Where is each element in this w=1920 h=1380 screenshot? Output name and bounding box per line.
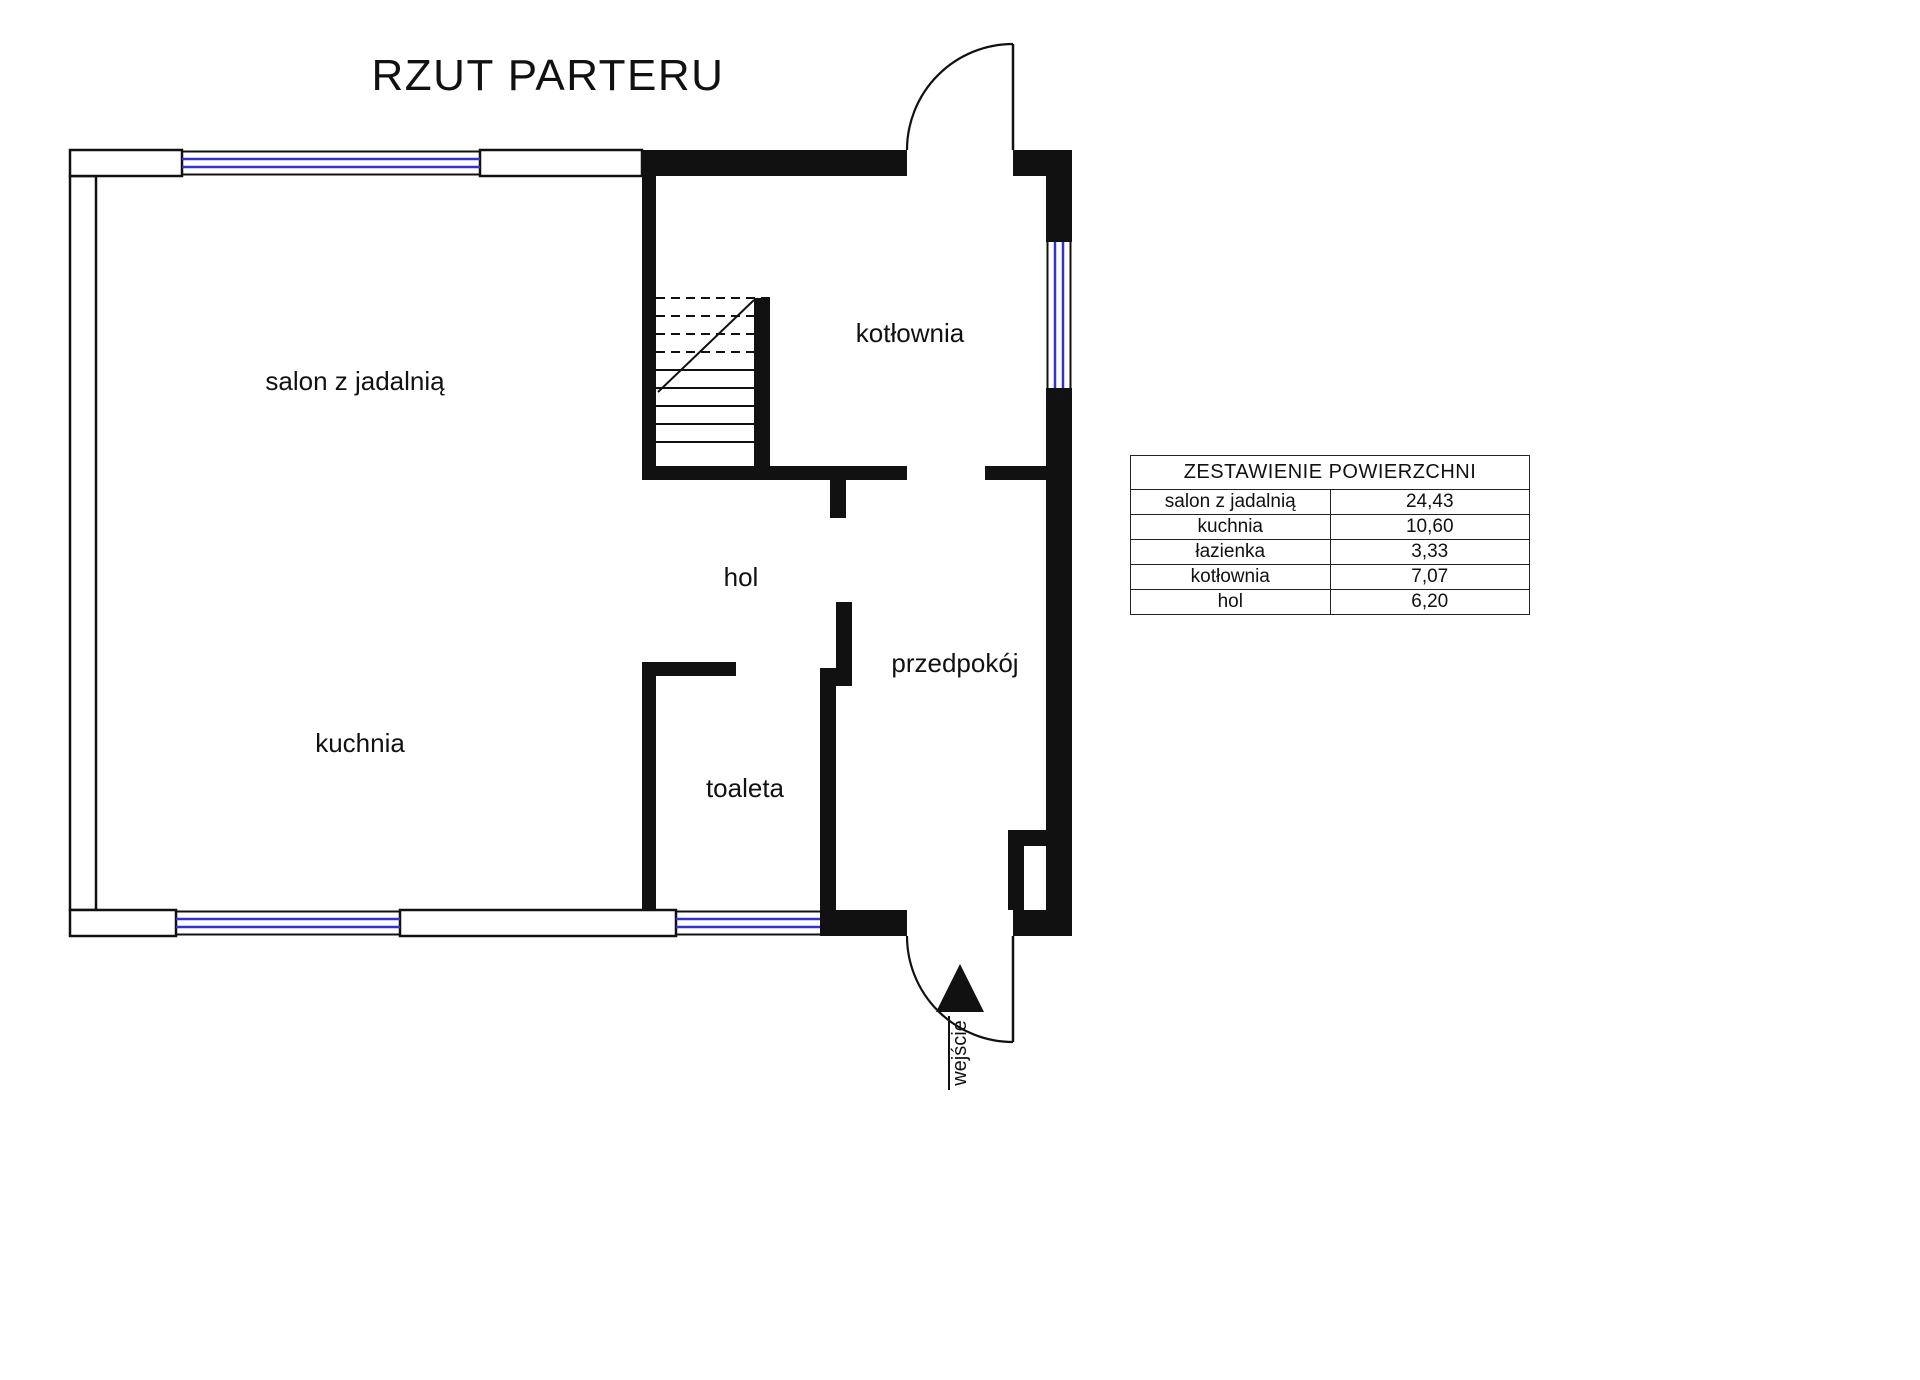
window-top <box>182 150 480 176</box>
interior-walls <box>642 176 1046 910</box>
room-area-cell: 6,20 <box>1329 589 1530 615</box>
wall-left <box>68 174 98 912</box>
exterior-walls <box>68 148 1072 938</box>
page-title: RZUT PARTERU <box>372 51 725 100</box>
room-label-kuchnia: kuchnia <box>315 728 405 758</box>
wall-right-1 <box>1046 150 1072 242</box>
entrance-arrow-icon <box>936 964 984 1012</box>
room-name-cell: kuchnia <box>1130 514 1331 540</box>
wall-kotlownia-south-stub <box>985 466 1046 480</box>
area-table-title: ZESTAWIENIE POWIERZCHNI <box>1130 455 1530 490</box>
room-name-cell: salon z jadalnią <box>1130 489 1331 515</box>
doors <box>905 42 1015 1044</box>
room-area-cell: 24,43 <box>1329 489 1530 515</box>
wall-toaleta-east <box>820 668 836 910</box>
wall-entrance-return <box>1008 830 1046 846</box>
wall-top-3 <box>642 150 907 176</box>
wall-bottom-2 <box>398 908 678 938</box>
room-name-cell: hol <box>1130 589 1331 615</box>
wall-bottom-4 <box>1013 910 1072 936</box>
table-row: łazienka 3,33 <box>1130 539 1530 565</box>
window-right <box>1046 242 1072 388</box>
room-label-salon: salon z jadalnią <box>265 366 445 396</box>
windows <box>176 150 1072 936</box>
wall-bottom-1 <box>68 908 178 938</box>
wall-entrance-jamb <box>1008 830 1024 910</box>
room-label-kotlownia: kotłownia <box>856 318 965 348</box>
wall-bottom-3 <box>820 910 907 936</box>
entrance-marker: wejście <box>936 964 984 1090</box>
window-bottom-middle <box>676 910 820 936</box>
room-label-przedpokoj: przedpokój <box>891 648 1018 678</box>
table-row: hol 6,20 <box>1130 589 1530 615</box>
window-bottom-left <box>176 910 400 936</box>
wall-hol-przedpokoj-divider <box>836 602 852 686</box>
room-name-cell: łazienka <box>1130 539 1331 565</box>
door-kotlownia-exterior <box>905 42 1015 151</box>
staircase <box>656 297 770 443</box>
wall-toaleta-west <box>642 662 656 910</box>
wall-top-2 <box>478 148 644 178</box>
room-name-cell: kotłownia <box>1130 564 1331 590</box>
room-area-cell: 7,07 <box>1329 564 1530 590</box>
wall-hol-north <box>642 466 907 480</box>
room-labels: salon z jadalnią kotłownia hol kuchnia t… <box>265 318 1018 803</box>
wall-salon-stairs <box>642 176 656 480</box>
wall-right-2 <box>1046 388 1072 936</box>
wall-hol-przedpokoj-stub <box>830 480 846 518</box>
room-label-toaleta: toaleta <box>706 773 785 803</box>
wall-top-1 <box>68 148 184 178</box>
table-row: kotłownia 7,07 <box>1130 564 1530 590</box>
wall-stairs-kotlownia <box>754 298 770 480</box>
room-area-cell: 10,60 <box>1329 514 1530 540</box>
room-area-cell: 3,33 <box>1329 539 1530 565</box>
entrance-label: wejście <box>949 1020 971 1087</box>
area-summary-table: ZESTAWIENIE POWIERZCHNI salon z jadalnią… <box>1130 455 1530 615</box>
wall-toaleta-north <box>642 662 736 676</box>
table-row: kuchnia 10,60 <box>1130 514 1530 540</box>
table-row: salon z jadalnią 24,43 <box>1130 489 1530 515</box>
room-label-hol: hol <box>724 562 759 592</box>
stair-direction-line <box>657 299 755 393</box>
